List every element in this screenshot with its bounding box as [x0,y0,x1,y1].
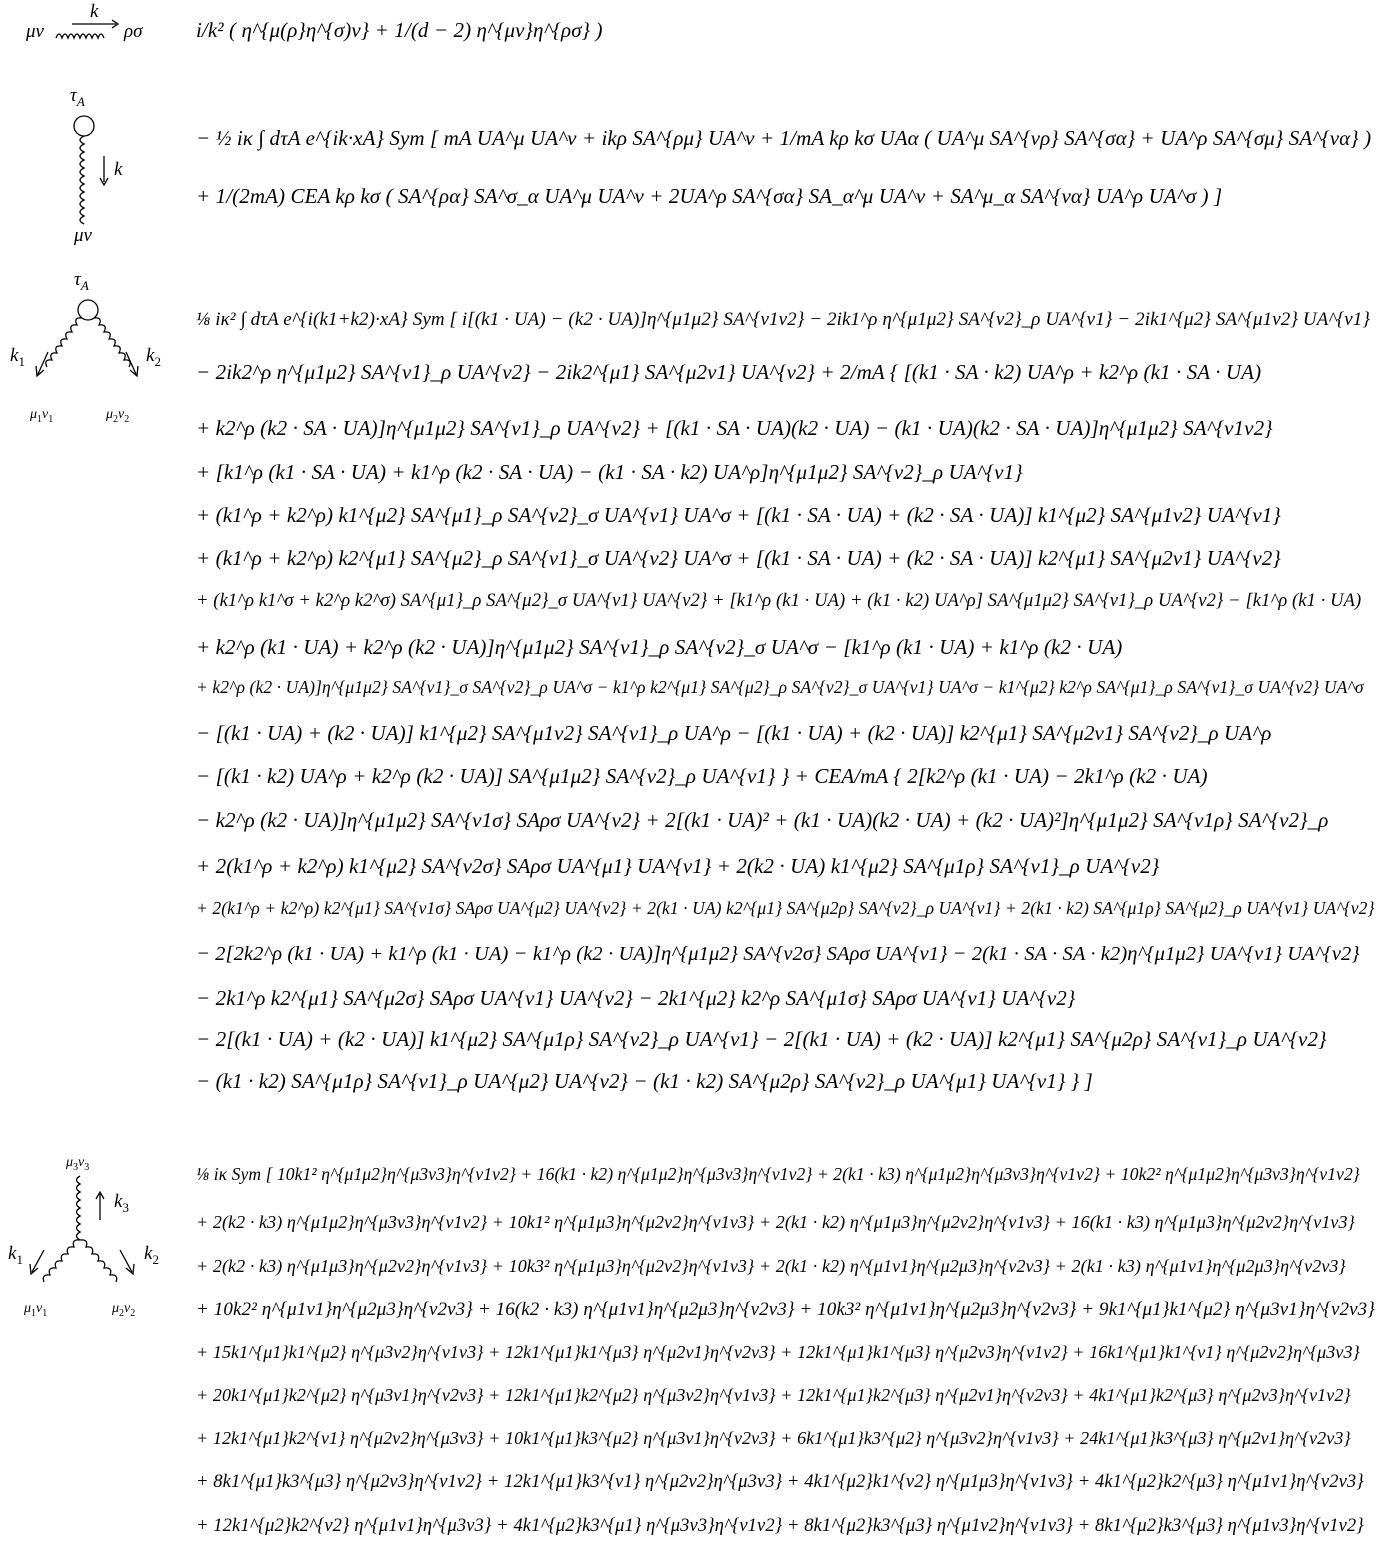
one-graviton-top-label: τA [70,85,85,109]
two-graviton-equation-line: − 2ik2^ρ η^{μ1μ2} SA^{ν1}_ρ UA^{ν2} − 2i… [196,360,1262,384]
three-graviton-index2: μ2ν2 [112,1301,136,1319]
two-graviton-equation-line: + k2^ρ (k2 · UA)]η^{μ1μ2} SA^{ν1}_σ SA^{… [196,677,1364,697]
two-graviton-k2: k2 [146,345,161,369]
three-graviton-k3: k3 [114,1191,129,1215]
propagator-left-index: μν [26,21,44,42]
two-graviton-equation-line: + (k1^ρ k1^σ + k2^ρ k2^σ) SA^{μ1}_ρ SA^{… [196,591,1362,611]
propagator-equation-line: i/k² ( η^{μ(ρ}η^{σ)ν} + 1/(d − 2) η^{μν}… [196,18,603,42]
two-graviton-top-label: τA [74,269,89,293]
two-graviton-equation-line: + k2^ρ (k1 · UA) + k2^ρ (k2 · UA)]η^{μ1μ… [196,635,1123,659]
one-graviton-graphic [73,115,109,225]
three-graviton-equation-line: + 8k1^{μ1}k3^{μ3} η^{μ2ν3}η^{ν1ν2} + 12k… [196,1472,1364,1492]
three-graviton-equation-line: ⅛ iκ Sym [ 10k1² η^{μ1μ2}η^{μ3ν3}η^{ν1ν2… [196,1164,1360,1184]
two-graviton-equation-line: + 2(k1^ρ + k2^ρ) k1^{μ2} SA^{ν2σ} SAρσ U… [196,854,1160,878]
two-graviton-equation-line: − [(k1 · k2) UA^ρ + k2^ρ (k2 · UA)] SA^{… [196,764,1208,788]
two-graviton-index1: μ1ν1 [30,407,54,425]
two-graviton-equation-line: + k2^ρ (k2 · SA · UA)]η^{μ1μ2} SA^{ν1}_ρ… [196,416,1273,440]
three-graviton-k1: k1 [8,1243,23,1267]
two-graviton-equation-line: − [(k1 · UA) + (k2 · UA)] k1^{μ2} SA^{μ1… [196,721,1272,745]
two-graviton-equation-line: + (k1^ρ + k2^ρ) k1^{μ2} SA^{μ1}_ρ SA^{ν2… [196,503,1281,527]
two-graviton-equation-line: − 2[2k2^ρ (k1 · UA) + k1^ρ (k1 · UA) − k… [196,943,1360,965]
two-graviton-equation-line: − 2k1^ρ k2^{μ1} SA^{μ2σ} SAρσ UA^{ν1} UA… [196,986,1076,1010]
one-graviton-equation-line: + 1/(2mA) CEA kρ kσ ( SA^{ρα} SA^σ_α UA^… [196,184,1223,208]
two-graviton-equation-line: − 2[(k1 · UA) + (k2 · UA)] k1^{μ2} SA^{μ… [196,1027,1327,1051]
three-graviton-top-index: μ3ν3 [66,1155,90,1173]
two-graviton-equation-line: + [k1^ρ (k1 · SA · UA) + k1^ρ (k2 · SA ·… [196,460,1023,484]
three-graviton-equation-line: + 2(k2 · k3) η^{μ1μ3}η^{μ2ν2}η^{ν1ν3} + … [196,1256,1346,1276]
two-graviton-index2: μ2ν2 [106,407,130,425]
two-graviton-equation-line: ⅛ iκ² ∫ dτA e^{i(k1+k2)·xA} Sym [ i[(k1 … [196,309,1371,330]
three-graviton-equation-line: + 10k2² η^{μ1ν1}η^{μ2μ3}η^{ν2ν3} + 16(k2… [196,1299,1375,1320]
three-graviton-equation-line: + 12k1^{μ1}k2^{ν1} η^{μ2ν2}η^{μ3ν3} + 10… [196,1428,1351,1448]
two-graviton-k1: k1 [10,345,25,369]
two-graviton-equation-line: − (k1 · k2) SA^{μ1ρ} SA^{ν1}_ρ UA^{μ2} U… [196,1069,1093,1093]
three-graviton-index1: μ1ν1 [24,1301,48,1319]
one-graviton-equation-line: − ½ iκ ∫ dτA e^{ik·xA} Sym [ mA UA^μ UA^… [196,126,1372,150]
three-graviton-diagram: μ3ν3 k3 k1 k2 μ1ν1 μ2ν2 [8,1156,178,1326]
one-graviton-momentum: k [114,159,123,180]
propagator-momentum: k [90,1,99,22]
two-graviton-graphic [35,299,139,378]
three-graviton-graphic [29,1175,135,1283]
propagator-right-index: ρσ [124,21,143,42]
three-graviton-equation-line: + 12k1^{μ2}k2^{ν2} η^{μ1ν1}η^{μ3ν3} + 4k… [196,1516,1364,1536]
propagator-diagram: μν k ρσ [20,2,160,48]
two-graviton-equation-line: − k2^ρ (k2 · UA)]η^{μ1μ2} SA^{ν1σ} SAρσ … [196,808,1329,832]
two-graviton-equation-line: + 2(k1^ρ + k2^ρ) k2^{μ1} SA^{ν1σ} SAρσ U… [196,898,1375,918]
three-graviton-equation-line: + 20k1^{μ1}k2^{μ2} η^{μ3ν1}η^{ν2ν3} + 12… [196,1385,1351,1405]
two-graviton-equation-line: + (k1^ρ + k2^ρ) k2^{μ1} SA^{μ2}_ρ SA^{ν1… [196,546,1281,570]
three-graviton-k2: k2 [144,1243,159,1267]
propagator-graphic [55,19,120,40]
three-graviton-equation-line: + 2(k2 · k3) η^{μ1μ2}η^{μ3ν3}η^{ν1ν2} + … [196,1212,1355,1232]
two-graviton-diagram: τA k1 k2 μ1ν1 μ2ν2 [8,270,178,430]
one-graviton-diagram: τA k μν [40,86,150,246]
three-graviton-equation-line: + 15k1^{μ1}k1^{μ2} η^{μ3ν2}η^{ν1ν3} + 12… [196,1342,1360,1362]
one-graviton-bottom-index: μν [74,225,92,246]
